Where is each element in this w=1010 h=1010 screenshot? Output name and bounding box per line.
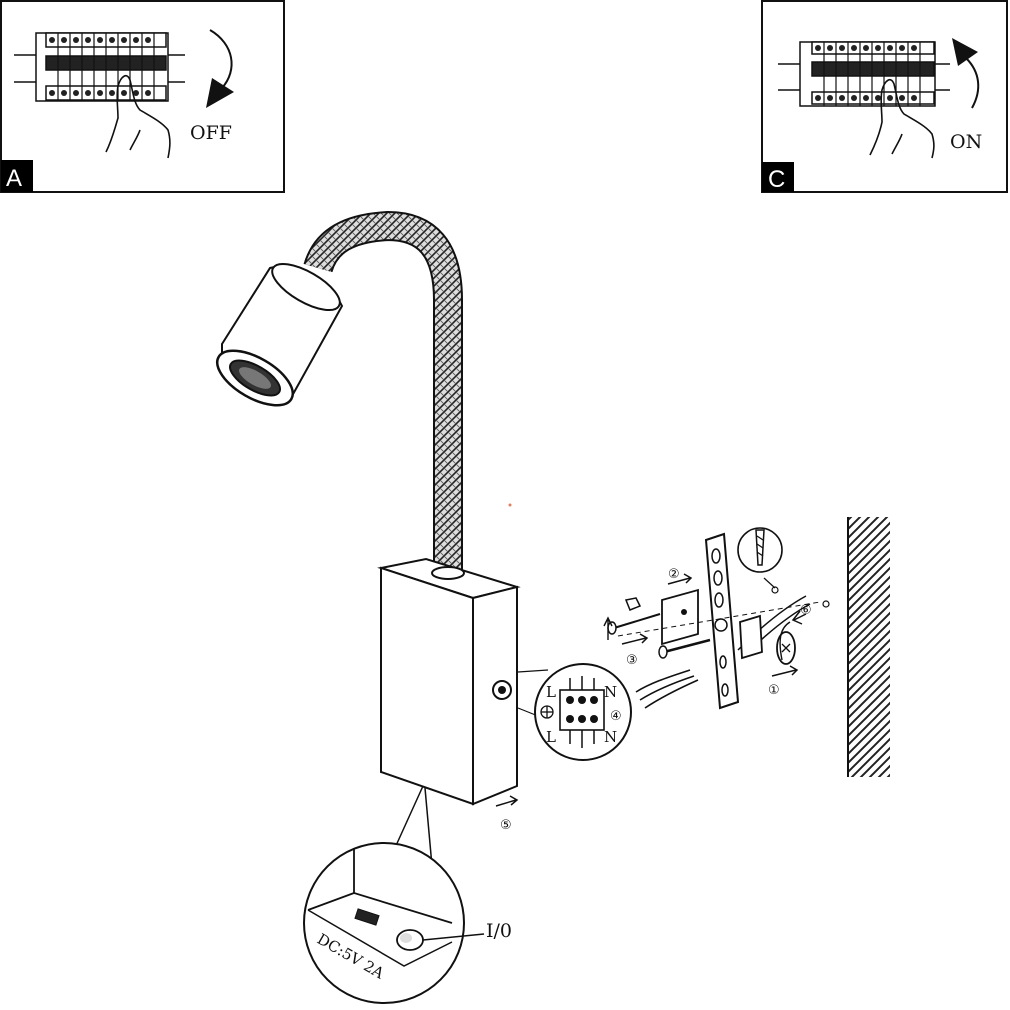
wall-plug-hole xyxy=(822,600,830,608)
arrow-up-screw xyxy=(603,616,613,640)
gooseneck-collar xyxy=(431,566,465,580)
gooseneck-arm xyxy=(303,210,463,575)
arrowhead-down-a xyxy=(206,78,234,108)
panel-c-letter-box xyxy=(762,162,794,192)
switch-label: I/0 xyxy=(486,920,512,942)
panel-a-label: OFF xyxy=(190,122,232,144)
wall-bracket-tab xyxy=(739,614,763,660)
step-3: ③ xyxy=(626,653,638,668)
panel-a-letter: A xyxy=(6,165,22,192)
cable-entry-inner xyxy=(498,686,506,694)
screw-lower-icon xyxy=(663,638,711,654)
wall-screw-hole xyxy=(771,586,779,594)
lamp-base-box xyxy=(377,557,521,806)
panel-a-letter-box xyxy=(1,160,33,192)
turn-arrow-down-a xyxy=(209,29,233,89)
callout-line-switch-right xyxy=(424,787,433,867)
nut-icon xyxy=(624,597,642,611)
gooseneck-braid xyxy=(305,212,461,575)
rotate-arrow-1 xyxy=(779,621,791,661)
lamp-head-top xyxy=(271,262,341,312)
switch-leader-line xyxy=(422,933,485,941)
terminal-label-n-bottom: N xyxy=(604,728,617,746)
side-bracket xyxy=(661,588,699,646)
terminal-label-l-bottom: L xyxy=(546,728,556,746)
switch-callout: I/0 DC:5V 2A xyxy=(303,785,512,1004)
power-switch-shine xyxy=(400,933,412,943)
arrow-step-2 xyxy=(667,573,693,585)
step-2: ② xyxy=(668,567,680,582)
step-4: ④ xyxy=(610,709,622,724)
terminal-label-n-top: N xyxy=(604,683,617,701)
breaker-c xyxy=(778,41,950,107)
arrow-step-3 xyxy=(621,633,649,645)
arrowhead-up-c xyxy=(952,38,978,66)
breaker-a xyxy=(14,32,185,102)
arrow-step-6 xyxy=(791,610,807,625)
wall-hatch xyxy=(848,517,890,777)
hand-c xyxy=(869,78,935,159)
hand-a xyxy=(105,74,171,159)
panel-c-label: ON xyxy=(950,131,982,153)
dashed-guide xyxy=(617,601,821,637)
switch-panel-edge xyxy=(307,848,453,924)
wall-lamp: ⑤ xyxy=(216,210,521,833)
arrow-step-1 xyxy=(771,665,799,677)
terminal-wires xyxy=(569,676,595,748)
mounting-assembly: ② ③ ① ⑥ xyxy=(603,527,830,710)
wall xyxy=(847,517,890,777)
terminal-callout: L N L N ④ xyxy=(517,663,632,761)
step-1: ① xyxy=(768,683,780,698)
drill-callout-line xyxy=(763,577,776,589)
step-5: ⑤ xyxy=(500,818,512,833)
stray-mark xyxy=(508,503,512,507)
plate-slots xyxy=(711,548,729,697)
terminal-screws xyxy=(566,696,598,723)
terminal-label-l-top: L xyxy=(546,683,556,701)
panel-c-letter: C xyxy=(768,166,785,193)
panel-c: ON C xyxy=(761,0,1008,193)
switch-callout-circle xyxy=(303,842,465,1004)
supply-cables xyxy=(635,669,699,709)
switch-panel-bottom xyxy=(307,909,453,967)
panel-a: OFF A xyxy=(0,0,285,193)
screw-upper-icon xyxy=(613,613,661,629)
callout-line-switch-left xyxy=(393,785,424,851)
step-6: ⑥ xyxy=(800,603,812,618)
callout-line-terminal-upper xyxy=(517,669,549,673)
turn-arrow-up-c xyxy=(965,57,980,109)
usb-port-icon xyxy=(354,908,380,926)
arrow-step-5 xyxy=(495,795,519,807)
lamp-lens-inner xyxy=(239,367,271,389)
